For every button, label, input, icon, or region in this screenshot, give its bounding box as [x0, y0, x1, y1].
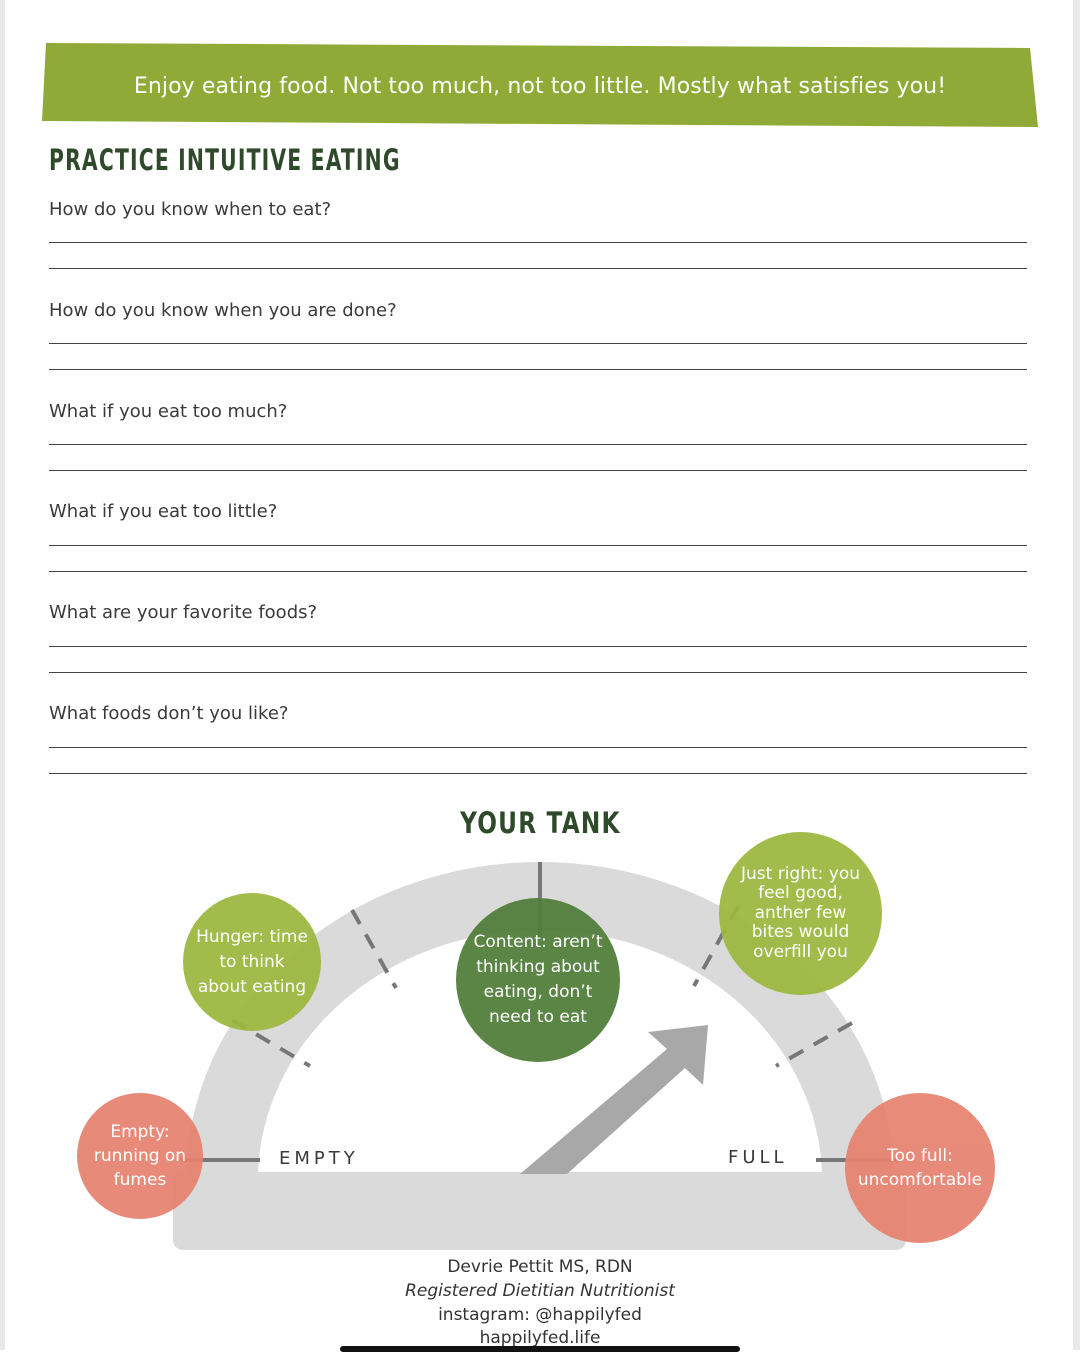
answer-line[interactable]	[49, 571, 1027, 572]
page-edge-right	[1073, 0, 1080, 1350]
author-title: Registered Dietitian Nutritionist	[405, 1281, 675, 1301]
answer-line[interactable]	[49, 444, 1027, 445]
bubble-text: fumes	[113, 1170, 167, 1190]
bubble-text: running on	[93, 1146, 187, 1166]
gauge-tick-dashed	[350, 909, 398, 989]
page-edge-left	[0, 0, 5, 1350]
answer-line[interactable]	[49, 646, 1027, 647]
header-banner: Enjoy eating food. Not too much, not too…	[42, 43, 1038, 129]
answer-line[interactable]	[49, 747, 1027, 748]
question-text: What are your favorite foods?	[49, 602, 318, 623]
answer-line[interactable]	[49, 268, 1027, 269]
bubble-text: Too full:	[887, 1146, 953, 1166]
too-full-bubble: Too full: uncomfortable	[845, 1093, 995, 1243]
bubble-text: need to eat	[489, 1007, 587, 1027]
gauge-needle-arrow	[520, 1025, 708, 1174]
banner-shape	[42, 43, 1038, 127]
author-instagram[interactable]: instagram: @happilyfed	[438, 1305, 642, 1325]
just-right-bubble: Just right: you feel good, anther few bi…	[719, 832, 882, 995]
bubble-text: thinking about	[476, 957, 600, 977]
bubble-text: overfill you	[753, 941, 848, 962]
bubble-text: to think	[219, 951, 285, 972]
answer-line[interactable]	[49, 343, 1027, 344]
question-block: What if you eat too much?	[49, 401, 1027, 471]
question-block: How do you know when to eat?	[49, 199, 1027, 269]
bubble-text: uncomfortable	[857, 1170, 983, 1190]
question-text: What foods don’t you like?	[49, 703, 289, 724]
answer-line[interactable]	[49, 242, 1027, 243]
gauge-base	[173, 1172, 906, 1250]
tank-title-text: YOUR TANK	[459, 806, 621, 840]
bubble-text: bites would	[751, 922, 850, 943]
question-text: What if you eat too little?	[49, 501, 278, 522]
author-website[interactable]: happilyfed.life	[479, 1328, 601, 1348]
empty-bubble: Empty: running on fumes	[77, 1093, 203, 1219]
answer-line[interactable]	[49, 672, 1027, 673]
section-title: PRACTICE INTUITIVE EATING	[49, 143, 401, 177]
full-label: FULL	[728, 1147, 788, 1168]
gauge-tick-dashed	[775, 1021, 853, 1068]
bubble-text: anther few	[754, 902, 847, 923]
content-bubble: Content: aren’t thinking about eating, d…	[456, 898, 620, 1062]
banner-text: Enjoy eating food. Not too much, not too…	[133, 73, 947, 99]
question-text: How do you know when you are done?	[49, 300, 397, 321]
empty-label: EMPTY	[279, 1148, 359, 1169]
answer-line[interactable]	[49, 773, 1027, 774]
answer-line[interactable]	[49, 470, 1027, 471]
question-block: What are your favorite foods?	[49, 602, 1027, 673]
bubble-text: Content: aren’t	[473, 932, 603, 952]
hunger-bubble: Hunger: time to think about eating	[183, 893, 321, 1031]
question-block: What if you eat too little?	[49, 501, 1027, 572]
bubble-text: eating, don’t	[483, 982, 593, 1002]
bubble-text: feel good,	[758, 883, 843, 904]
answer-line[interactable]	[49, 369, 1027, 370]
author-name: Devrie Pettit MS, RDN	[447, 1257, 633, 1277]
question-text: How do you know when to eat?	[49, 199, 332, 220]
bottom-bar	[340, 1346, 740, 1352]
question-block: What foods don’t you like?	[49, 703, 1027, 774]
tank-title: YOUR TANK	[0, 806, 1080, 840]
bubble-text: Just right: you	[740, 863, 861, 884]
bubble-text: Empty:	[110, 1122, 170, 1142]
question-block: How do you know when you are done?	[49, 300, 1027, 370]
question-text: What if you eat too much?	[49, 401, 288, 422]
bubble-text: Hunger: time	[196, 926, 308, 947]
bubble-text: about eating	[197, 976, 307, 997]
answer-line[interactable]	[49, 545, 1027, 546]
